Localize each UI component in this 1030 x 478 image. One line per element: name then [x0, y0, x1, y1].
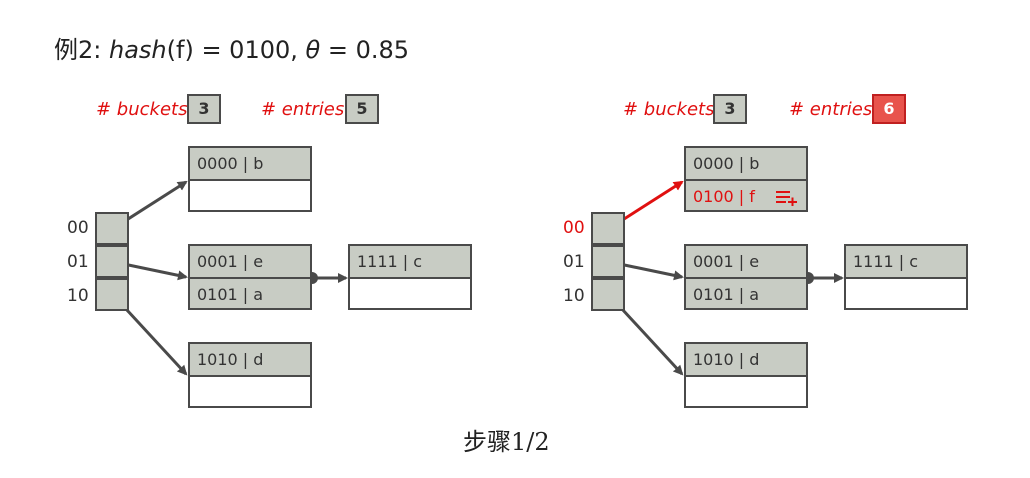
left-buckets-label: # buckets	[96, 99, 188, 120]
title-theta-val: = 0.85	[320, 36, 410, 64]
title-prefix: 例2:	[54, 36, 109, 64]
step-label: 步骤1/2	[463, 428, 550, 456]
right-bucket-d: 1010 | d	[684, 342, 808, 408]
right-entries-label: # entries	[789, 99, 873, 120]
left-bucket-d: 1010 | d	[188, 342, 312, 408]
left-dir-label-00: 00	[67, 218, 89, 238]
right-bucket-c-slot-2	[846, 277, 966, 308]
left-dir-cell-01	[95, 245, 129, 278]
left-bucket-c-slot-2	[350, 277, 470, 308]
right-dir-label-10: 10	[563, 286, 585, 306]
left-entries-count: 5	[345, 94, 379, 124]
right-bucket-c-slot-1: 1111 | c	[846, 246, 966, 277]
left-dir-label-10: 10	[67, 286, 89, 306]
right-bucket-b: 0001 | e 0101 | a	[684, 244, 808, 310]
left-bucket-a-slot-1: 0000 | b	[190, 148, 310, 179]
left-buckets-count: 3	[187, 94, 221, 124]
left-bucket-a: 0000 | b	[188, 146, 312, 212]
right-bucket-c: 1111 | c	[844, 244, 968, 310]
right-bucket-a-slot-2: 0100 | f	[686, 179, 806, 210]
right-bucket-d-slot-2	[686, 375, 806, 406]
left-bucket-c-slot-1: 1111 | c	[350, 246, 470, 277]
title-arg: (f)	[166, 36, 194, 64]
left-bucket-b: 0001 | e 0101 | a	[188, 244, 312, 310]
right-bucket-b-slot-1: 0001 | e	[686, 246, 806, 277]
right-bucket-a-slot-1: 0000 | b	[686, 148, 806, 179]
right-buckets-count: 3	[713, 94, 747, 124]
title-theta: θ	[305, 36, 321, 64]
right-dir-label-00: 00	[563, 218, 585, 238]
left-bucket-c: 1111 | c	[348, 244, 472, 310]
right-bucket-b-slot-2: 0101 | a	[686, 277, 806, 308]
left-entries-label: # entries	[261, 99, 345, 120]
page-title: 例2: hash(f) = 0100, θ = 0.85	[54, 30, 409, 65]
left-bucket-b-slot-2: 0101 | a	[190, 277, 310, 308]
title-func: hash	[108, 36, 167, 64]
right-dir-cell-10	[591, 278, 625, 311]
right-dir-label-01: 01	[563, 252, 585, 272]
list-add-icon	[776, 191, 797, 206]
right-bucket-d-slot-1: 1010 | d	[686, 344, 806, 375]
right-bucket-a-slot-2-text: 0100 | f	[693, 187, 755, 206]
right-buckets-label: # buckets	[623, 99, 715, 120]
left-bucket-a-slot-2	[190, 179, 310, 210]
right-dir-cell-00	[591, 212, 625, 245]
right-dir-cell-01	[591, 245, 625, 278]
left-dir-label-01: 01	[67, 252, 89, 272]
left-dir-cell-00	[95, 212, 129, 245]
left-bucket-b-slot-1: 0001 | e	[190, 246, 310, 277]
left-bucket-d-slot-1: 1010 | d	[190, 344, 310, 375]
left-dir-cell-10	[95, 278, 129, 311]
right-bucket-a: 0000 | b 0100 | f	[684, 146, 808, 212]
title-eq: = 0100,	[193, 36, 306, 64]
left-bucket-d-slot-2	[190, 375, 310, 406]
right-entries-count: 6	[872, 94, 906, 124]
